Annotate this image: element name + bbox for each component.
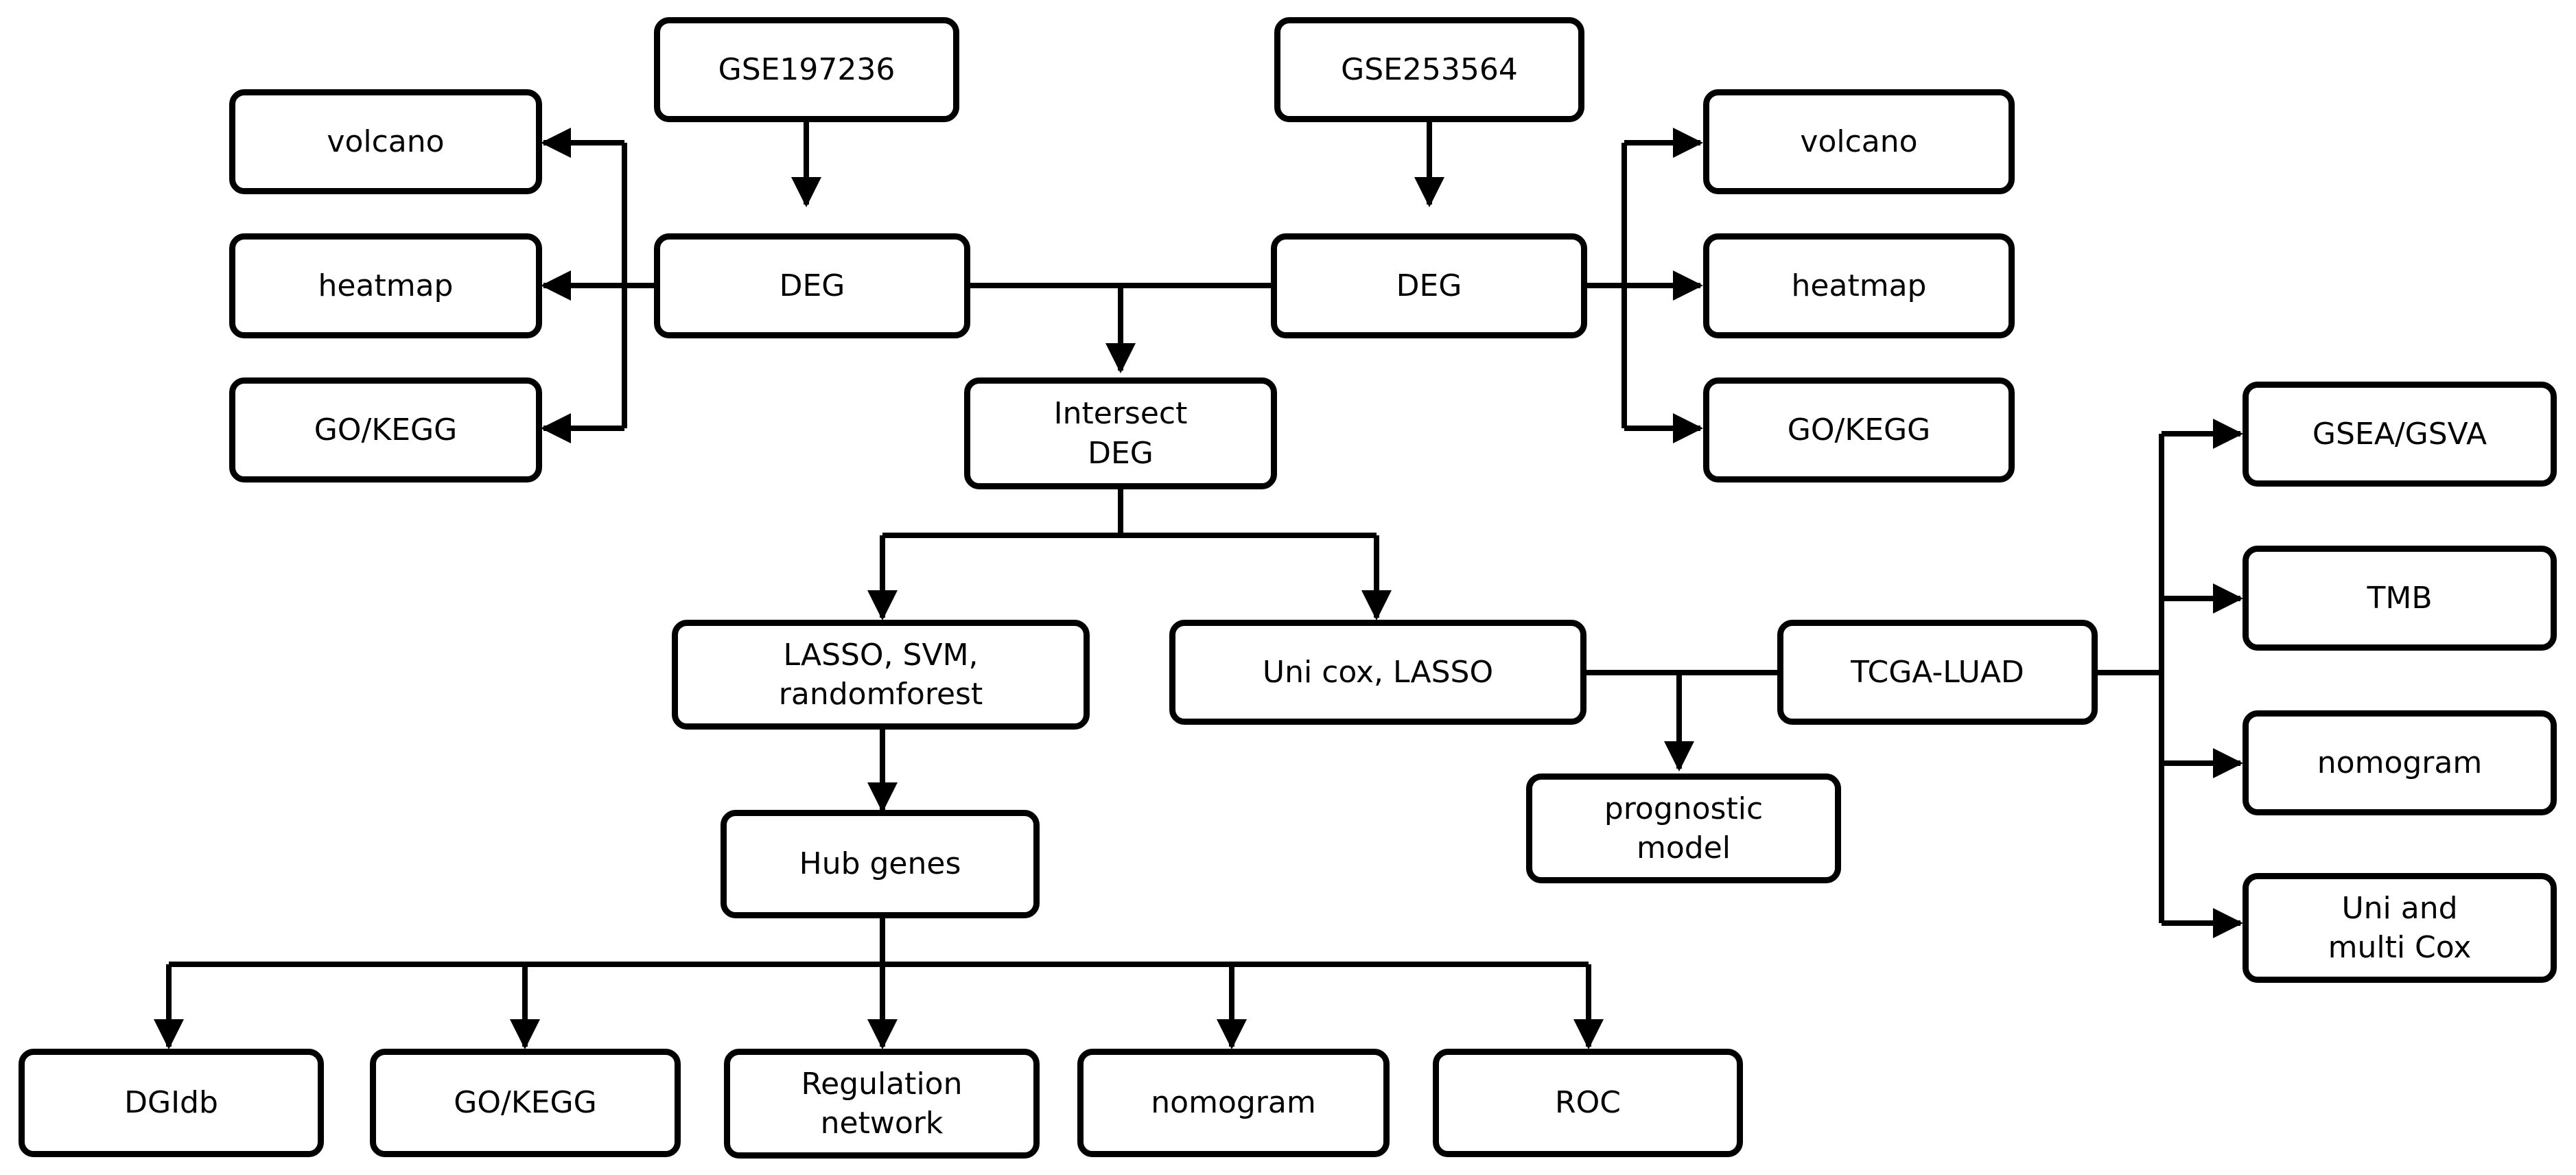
node-volcano-right: volcano [1703, 89, 2015, 194]
node-uni-multi-cox: Uni and multi Cox [2243, 873, 2557, 983]
node-lasso-svm-randomforest: LASSO, SVM, randomforest [672, 620, 1090, 730]
node-regulation-network: Regulation network [724, 1049, 1040, 1159]
node-hub-genes: Hub genes [721, 810, 1040, 918]
node-gsea-gsva: GSEA/GSVA [2243, 382, 2557, 487]
node-tcga-luad: TCGA-LUAD [1777, 620, 2098, 725]
node-unicox-lasso: Uni cox, LASSO [1169, 620, 1586, 725]
node-deg-right: DEG [1271, 233, 1587, 338]
node-roc: ROC [1433, 1049, 1743, 1157]
node-dgidb: DGIdb [19, 1049, 324, 1157]
node-nomogram-bottom: nomogram [1077, 1049, 1390, 1157]
node-gokegg-left: GO/KEGG [229, 377, 542, 482]
node-heatmap-right: heatmap [1703, 233, 2015, 338]
node-gse253564: GSE253564 [1274, 17, 1584, 122]
node-prognostic-model: prognostic model [1526, 773, 1841, 883]
node-gokegg-bottom: GO/KEGG [370, 1049, 681, 1157]
node-volcano-left: volcano [229, 89, 542, 194]
node-heatmap-left: heatmap [229, 233, 542, 338]
node-gokegg-right: GO/KEGG [1703, 377, 2015, 482]
node-nomogram-right: nomogram [2243, 710, 2557, 815]
node-intersect-deg: Intersect DEG [964, 377, 1277, 489]
node-gse197236: GSE197236 [654, 17, 959, 122]
node-deg-left: DEG [654, 233, 970, 338]
node-tmb: TMB [2243, 546, 2557, 651]
